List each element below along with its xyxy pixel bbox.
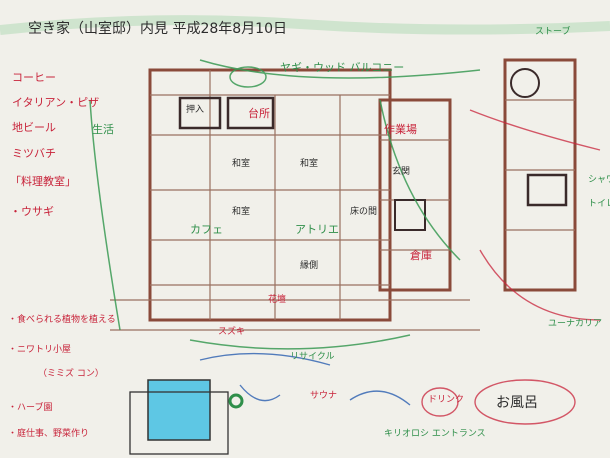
- plan-recycle: リサイクル: [290, 352, 335, 362]
- room-label: 和室: [232, 159, 251, 169]
- note-seikatsu: 生活: [92, 123, 114, 136]
- note-niwatori: ・ニワトリ小屋: [8, 345, 72, 355]
- plan-workshop: 作業場: [384, 123, 417, 136]
- note-herb: ・ハーブ園: [8, 403, 53, 413]
- room-label: 縁側: [300, 261, 319, 271]
- plan-veranda: ヤギ・ウッド バルコニー: [280, 61, 405, 74]
- room-label: 和室: [300, 159, 319, 169]
- note-hebi: （ミミズ コン）: [38, 369, 104, 379]
- plan-kiriotoshi: キリオロシ エントランス: [384, 429, 486, 439]
- plan-cafe: カフェ: [190, 223, 223, 236]
- note-usagi: ・ウサギ: [10, 205, 54, 218]
- note-tabe: ・食べられる植物を植える: [8, 315, 116, 325]
- plan-bird: 花壇: [268, 295, 287, 305]
- room-label: 押入: [186, 105, 205, 115]
- plan-ekimae: ユーナカリア: [548, 319, 603, 329]
- plan-omoide: お風呂: [496, 395, 538, 411]
- note-italian: イタリアン・ピザ: [12, 96, 100, 109]
- note-garden: ・庭仕事、野菜作り: [8, 429, 90, 439]
- note-coffee: コーヒー: [12, 71, 56, 84]
- plan-toilet: トイレ: [588, 199, 610, 209]
- room-label: 床の間: [350, 207, 378, 217]
- room-label: 和室: [232, 207, 251, 217]
- plan-suzuki: スズキ: [218, 327, 246, 337]
- plan-bottom-cafe: ドリンク: [428, 395, 465, 405]
- plan-atelier: アトリエ: [295, 223, 339, 236]
- note-mitsubachi: ミツバチ: [12, 147, 56, 160]
- corner-note: ストーブ: [535, 27, 571, 37]
- plan-kitchen: 台所: [248, 107, 270, 120]
- note-ryori: 「料理教室」: [10, 175, 76, 188]
- note-beer: 地ビール: [12, 121, 56, 134]
- plan-shower: シャワー: [588, 175, 610, 185]
- plan-soko: 倉庫: [410, 249, 432, 262]
- plan-sauna: サウナ: [310, 391, 338, 401]
- room-label: 玄関: [392, 167, 411, 177]
- page-title: 空き家（山室邸）内見 平成28年8月10日: [28, 21, 287, 37]
- house-walls: [148, 58, 577, 322]
